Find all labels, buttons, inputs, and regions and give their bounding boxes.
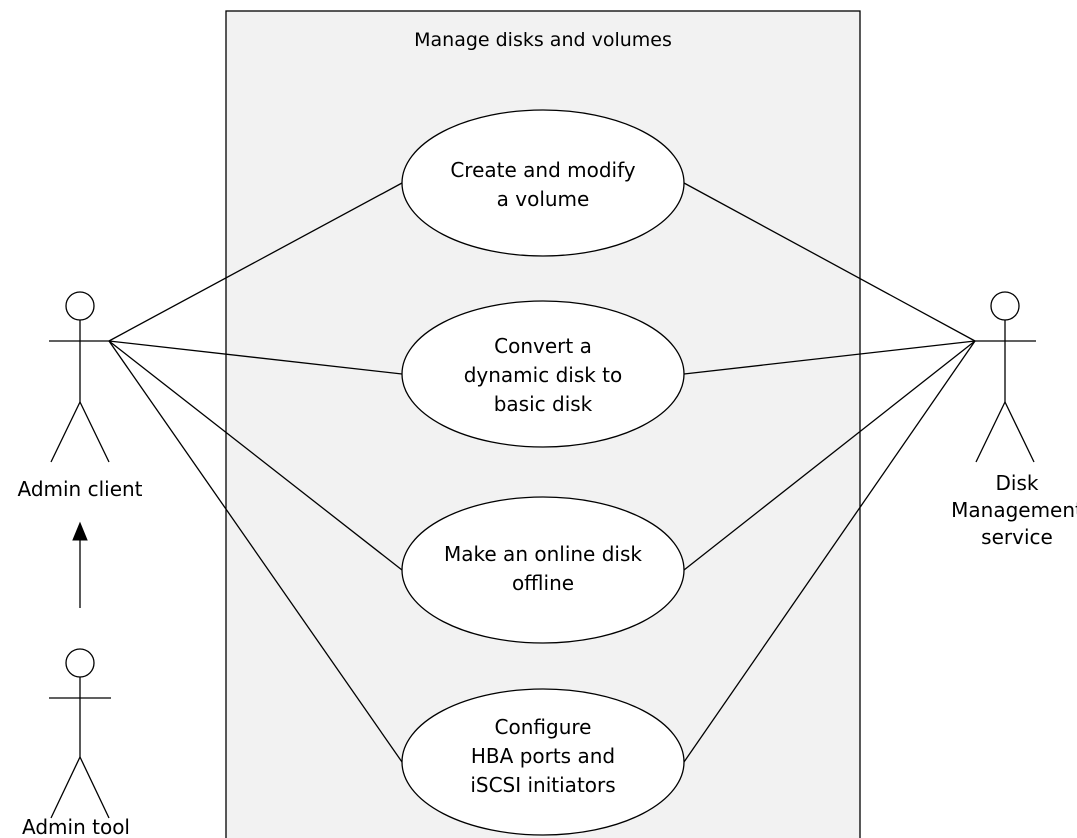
assoc-disk-convert [683, 340, 976, 375]
use-case-configure-hba: Configure HBA ports and iSCSI initiators [401, 688, 685, 836]
use-case-label-line: Convert a [494, 334, 592, 358]
assoc-admin-configure [108, 340, 403, 763]
use-case-label-line: Configure [495, 715, 592, 739]
actor-label-line: Disk [996, 471, 1039, 495]
use-case-ellipse [401, 109, 685, 257]
actor-label: Admin client [17, 477, 142, 501]
actor-label: Admin tool [22, 815, 130, 838]
use-case-ellipse [401, 688, 685, 836]
stick-figure-icon [49, 291, 111, 463]
arrowhead-icon [72, 521, 88, 541]
use-case-label-line: Make an online disk [444, 542, 642, 566]
use-case-label-line: iSCSI initiators [470, 773, 615, 797]
use-case-ellipse [401, 300, 685, 448]
assoc-admin-convert [108, 340, 403, 375]
actor-disk-management-service: Disk Management service [951, 291, 1077, 549]
use-case-convert-disk: Convert a dynamic disk to basic disk [401, 300, 685, 448]
use-case-label-line: offline [512, 571, 574, 595]
assoc-admin-create [108, 182, 403, 342]
actor-admin-client: Admin client [17, 291, 143, 501]
use-case-make-offline: Make an online disk offline [401, 496, 685, 644]
actor-label-line: service [981, 525, 1053, 549]
actor-admin-tool: Admin tool [22, 648, 130, 838]
system-boundary-title: Manage disks and volumes [414, 29, 672, 51]
use-case-label-line: basic disk [494, 392, 593, 416]
use-case-label-line: a volume [497, 187, 590, 211]
stick-figure-icon [49, 648, 111, 819]
use-case-label-line: Create and modify [450, 158, 635, 182]
assoc-disk-configure [683, 340, 976, 763]
use-case-ellipse [401, 496, 685, 644]
actor-label-line: Management [951, 498, 1077, 522]
use-case-label-line: HBA ports and [471, 744, 615, 768]
generalization-arrow [72, 521, 88, 608]
assoc-disk-create [683, 182, 976, 342]
stick-figure-icon [975, 291, 1036, 463]
assoc-disk-offline [683, 340, 976, 571]
associations [108, 182, 976, 763]
assoc-admin-offline [108, 340, 403, 571]
use-case-label-line: dynamic disk to [464, 363, 623, 387]
use-case-create-volume: Create and modify a volume [401, 109, 685, 257]
